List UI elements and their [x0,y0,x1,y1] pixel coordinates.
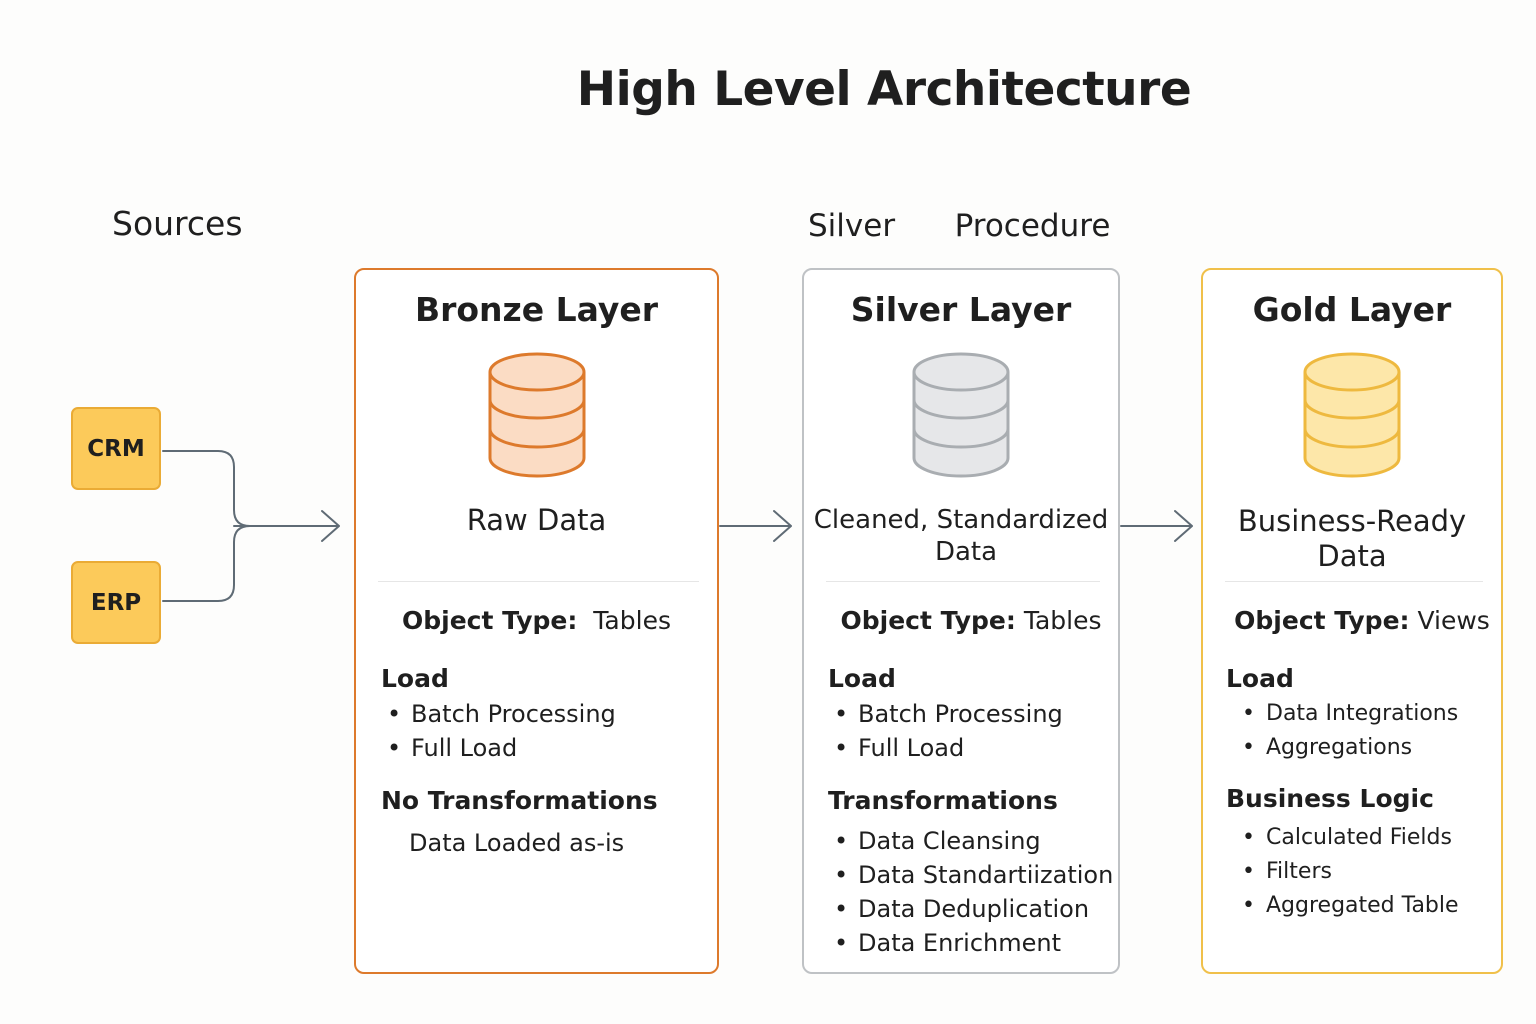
list-item: Full Load [381,731,616,765]
list-item: Batch Processing [828,697,1063,731]
silver-load-list: Batch Processing Full Load [828,697,1063,765]
list-item: Calculated Fields [1236,821,1459,855]
object-type-value: Tables [593,606,671,635]
bronze-object-type: Object Type: Tables [356,606,717,635]
bronze-load-list: Batch Processing Full Load [381,697,616,765]
silver-load-title: Load [828,664,896,693]
list-item: Data Standartiization [828,858,1113,892]
gold-load-title: Load [1226,664,1294,693]
list-item: Data Deduplication [828,892,1113,926]
list-item: Filters [1236,855,1459,889]
diagram-title: High Level Architecture [576,62,1192,117]
sources-title: Sources [112,204,243,243]
bronze-description: Raw Data [466,503,607,537]
divider [378,581,699,582]
sources-to-bronze-arrow [233,510,340,542]
object-type-value: Tables [1023,606,1102,635]
silver-object-type: Object Type: Tables [804,606,1118,635]
gold-layer-panel[interactable]: Gold Layer Business-Ready Data Object Ty… [1201,268,1503,974]
database-icon [488,352,585,478]
object-type-label: Object Type: [1234,606,1410,635]
object-type-value: Views [1417,606,1490,635]
description-line: Business-Ready [1237,504,1467,538]
database-icon [912,352,1010,478]
source-erp[interactable]: ERP [71,561,161,644]
object-type-label: Object Type: [840,606,1016,635]
list-item: Aggregations [1236,731,1458,765]
bronze-load-title: Load [381,664,449,693]
divider [826,581,1100,582]
gold-logic-list: Calculated Fields Filters Aggregated Tab… [1236,821,1459,923]
database-icon [1303,352,1401,478]
gold-description: Business-Ready Data [1203,504,1501,574]
list-item: Aggregated Table [1236,889,1459,923]
silver-description: Cleaned, Standardized Data [804,504,1118,568]
list-item: Data Enrichment [828,926,1113,960]
silver-layer-title: Silver Layer [850,290,1072,329]
silver-to-gold-arrow [1120,510,1193,542]
bronze-layer-title: Bronze Layer [414,290,659,329]
silver-transform-list: Data Cleansing Data Standartiization Dat… [828,824,1113,960]
erp-connector [162,525,251,602]
silver-layer-panel[interactable]: Silver Layer Cleaned, Standardized Data … [802,268,1120,974]
description-line: Cleaned, Standardized [813,505,1109,535]
gold-layer-title: Gold Layer [1252,290,1452,329]
bronze-layer-panel[interactable]: Bronze Layer Raw Data Object Type: Table… [354,268,719,974]
description-line: Data [1317,539,1387,573]
description-line: Data [934,537,998,567]
procedure-label: Silver Procedure [808,208,1111,244]
crm-connector [162,450,251,527]
bronze-transform-note: Data Loaded as-is [409,829,625,857]
gold-load-list: Data Integrations Aggregations [1236,697,1458,765]
bronze-to-silver-arrow [719,510,792,542]
gold-logic-title: Business Logic [1226,784,1434,813]
list-item: Full Load [828,731,1063,765]
gold-object-type: Object Type: Views [1203,606,1501,635]
list-item: Data Cleansing [828,824,1113,858]
list-item: Data Integrations [1236,697,1458,731]
silver-transform-title: Transformations [828,786,1058,815]
divider [1225,581,1483,582]
bronze-transform-title: No Transformations [381,786,658,815]
source-crm[interactable]: CRM [71,407,161,490]
list-item: Batch Processing [381,697,616,731]
object-type-label: Object Type: [402,606,578,635]
